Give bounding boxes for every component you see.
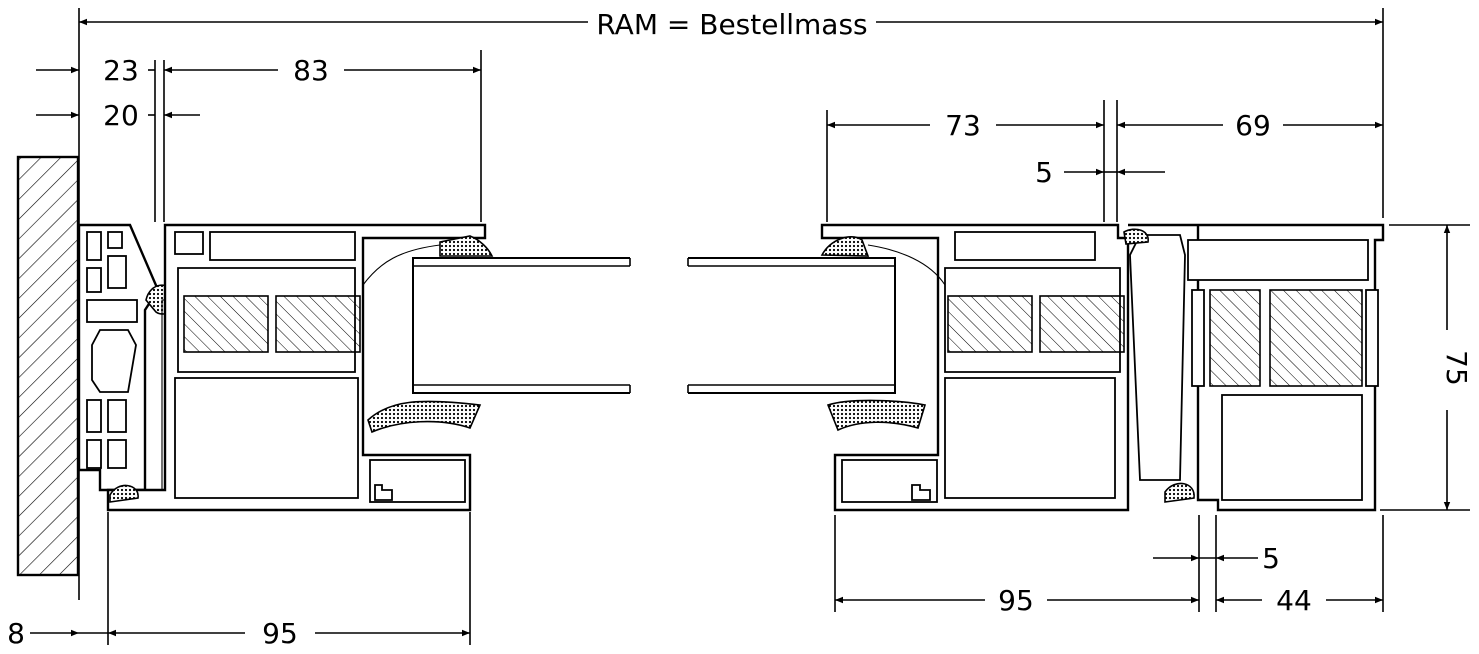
right-dimension-75: 75	[1380, 224, 1473, 511]
dim-69: 69	[1235, 109, 1271, 142]
left-top-seal	[439, 235, 494, 257]
dim-44: 44	[1276, 584, 1312, 617]
dim-95-left: 95	[262, 617, 298, 650]
glass-panel	[412, 240, 896, 410]
dim-20: 20	[103, 99, 139, 132]
dim-5-top: 5	[1035, 156, 1053, 189]
right-sash-frame	[820, 223, 1195, 512]
dim-8: 8	[7, 617, 25, 650]
right-dimensions-bottom: 5 95 44	[834, 515, 1384, 617]
left-dimensions: 23 83 20	[36, 50, 482, 222]
left-sash-frame	[106, 223, 487, 512]
wall-hatched	[16, 155, 80, 577]
left-glazing-bead-curve	[362, 244, 441, 286]
dim-75: 75	[1440, 350, 1473, 386]
title-label: RAM = Bestellmass	[596, 8, 867, 41]
dim-73: 73	[945, 109, 981, 142]
left-dimensions-bottom: 8 95	[7, 512, 471, 650]
dim-23: 23	[103, 54, 139, 87]
dim-5-bottom: 5	[1262, 542, 1280, 575]
dim-83: 83	[293, 54, 329, 87]
left-bottom-seal	[367, 400, 482, 434]
right-outer-frame	[1123, 223, 1385, 512]
left-wall-connection-profile	[77, 223, 178, 511]
overall-dimension: RAM = Bestellmass	[78, 8, 1384, 600]
dim-95-right: 95	[998, 584, 1034, 617]
right-dimensions-top: 73 69 5	[826, 100, 1383, 222]
